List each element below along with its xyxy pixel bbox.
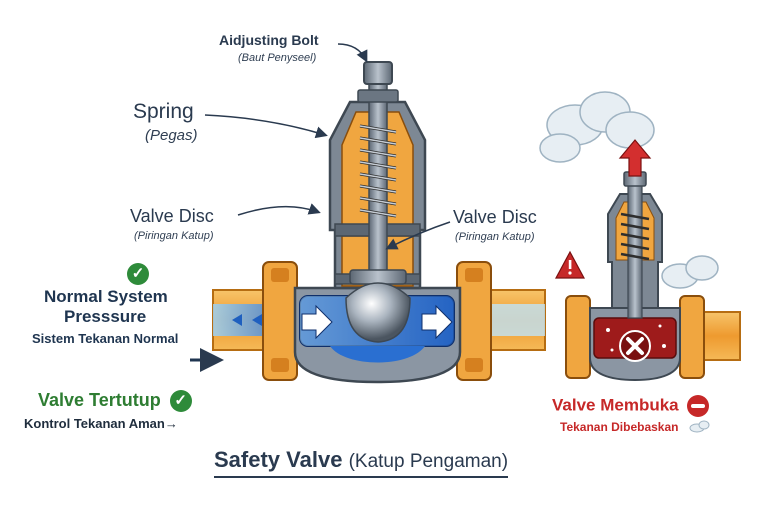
leader-bolt xyxy=(337,43,368,63)
valve-closed-label: Valve Tertutup xyxy=(38,390,161,410)
valve-open-status: Valve Membuka xyxy=(552,395,710,417)
valve-closed-sublabel: Kontrol Tekanan Aman→ xyxy=(24,416,178,431)
normal-pressure-line2: Presssure xyxy=(64,307,147,326)
open-valve xyxy=(539,91,741,433)
spring-label: Spring xyxy=(133,100,194,123)
valve-open-sublabel: Tekanan Dibebaskan xyxy=(560,420,679,434)
leader-disc-left xyxy=(237,203,321,216)
diagram-title: Safety Valve (Katup Pengaman) xyxy=(214,447,509,478)
leader-disc-right xyxy=(385,221,451,250)
valve-disc-left-label: Valve Disc xyxy=(130,206,214,226)
check-circle-icon: ✓ xyxy=(127,263,149,285)
leader-spring xyxy=(204,114,328,139)
adjusting-bolt xyxy=(363,61,393,85)
flow-arrow-right xyxy=(421,304,453,340)
normal-pressure-line1: Normal System xyxy=(44,287,168,306)
steam-cloud-icon xyxy=(539,91,655,163)
no-entry-icon xyxy=(687,395,710,417)
valve-closed-sublabel-text: Kontrol Tekanan Aman xyxy=(24,416,165,431)
valve-closed-status: Valve Tertutup ✓ xyxy=(38,390,192,413)
warning-triangle-icon xyxy=(554,250,586,279)
adjusting-bolt-sublabel: (Baut Penyseel) xyxy=(238,52,317,64)
normal-pressure-sublabel: Sistem Tekanan Normal xyxy=(32,331,179,346)
valve-disc-left-sublabel: (Piringan Katup) xyxy=(134,230,214,242)
valve-disc xyxy=(345,282,411,343)
spring-sublabel: (Pegas) xyxy=(145,127,198,144)
small-cloud-icon xyxy=(689,420,710,433)
check-circle-icon: ✓ xyxy=(169,390,192,413)
side-steam-icon xyxy=(661,255,719,289)
title-main: Safety Valve xyxy=(214,447,343,472)
up-arrow-icon xyxy=(618,139,652,177)
valve-disc-right-label: Valve Disc xyxy=(453,207,537,227)
adjusting-bolt-label: Aidjusting Bolt xyxy=(219,32,319,48)
flow-arrow-left xyxy=(301,304,333,340)
valve-stem xyxy=(368,73,388,297)
valve-disc-right-sublabel: (Piringan Katup) xyxy=(455,231,535,243)
valve-open-label: Valve Membuka xyxy=(552,395,679,415)
right-arrow-icon: → xyxy=(164,416,178,431)
main-valve xyxy=(212,61,546,384)
title-paren: (Katup Pengaman) xyxy=(348,451,509,472)
